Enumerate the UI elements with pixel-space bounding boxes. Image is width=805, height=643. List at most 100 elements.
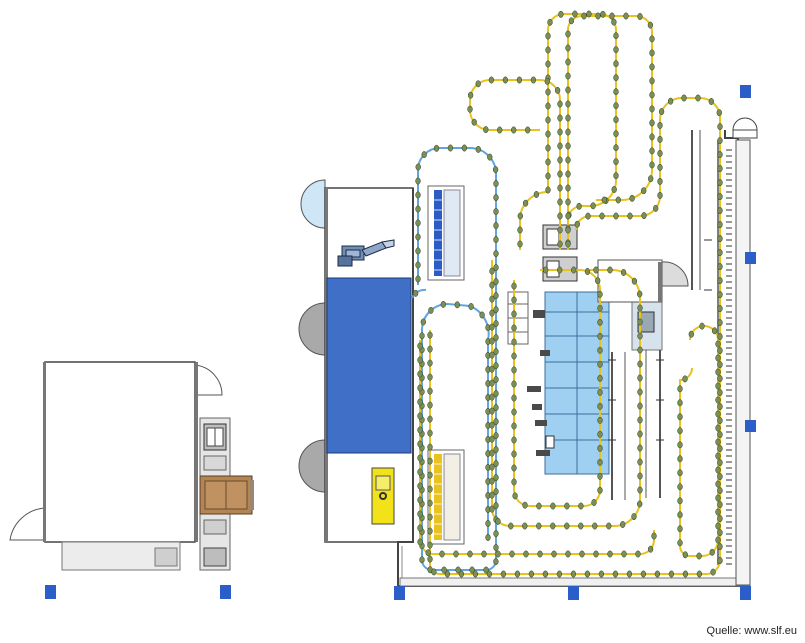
roller	[649, 35, 655, 43]
roller	[489, 365, 495, 373]
roller	[612, 570, 619, 578]
roller	[417, 468, 423, 476]
roller	[511, 422, 517, 430]
roller	[637, 346, 643, 354]
roller	[547, 18, 553, 26]
roller	[613, 130, 619, 138]
roller	[597, 402, 603, 410]
roller	[427, 513, 433, 521]
roller	[637, 374, 643, 382]
roller	[623, 12, 629, 20]
roller	[523, 550, 529, 558]
roller	[511, 436, 517, 444]
roller	[545, 60, 551, 68]
roller	[493, 432, 499, 440]
roller	[593, 266, 599, 274]
dome-small	[732, 117, 758, 131]
roller	[695, 94, 701, 102]
roller	[493, 404, 499, 412]
roller	[590, 202, 596, 210]
roller	[637, 444, 643, 452]
roller	[597, 472, 603, 480]
roller	[611, 18, 617, 26]
roller	[584, 268, 591, 275]
roller	[493, 194, 499, 202]
roller	[417, 398, 423, 406]
roller	[653, 204, 659, 212]
roller	[595, 12, 601, 20]
roller	[717, 263, 723, 271]
roller	[620, 521, 626, 528]
roller	[493, 502, 499, 510]
column-marker	[394, 586, 405, 600]
roller	[565, 30, 571, 38]
roller	[715, 466, 721, 474]
roller	[489, 295, 495, 303]
roller	[415, 233, 421, 241]
roller	[717, 221, 723, 229]
roller	[717, 487, 723, 495]
roller	[586, 10, 592, 18]
roller	[593, 550, 599, 558]
roller	[708, 98, 714, 105]
roller	[717, 207, 723, 215]
roller	[637, 472, 643, 480]
roller	[427, 527, 433, 535]
roller	[631, 277, 638, 285]
roller	[682, 551, 688, 559]
roller	[511, 478, 517, 486]
roller	[556, 570, 563, 578]
roller	[715, 480, 721, 488]
roller	[493, 278, 499, 286]
roller	[637, 290, 643, 298]
roller	[717, 473, 723, 481]
roller	[699, 322, 705, 330]
roller	[493, 488, 499, 496]
roller	[717, 333, 723, 341]
column-marker	[740, 586, 751, 600]
roller	[592, 522, 598, 530]
column-marker	[745, 420, 756, 432]
roller	[637, 486, 643, 494]
roller	[677, 399, 683, 407]
roller	[668, 570, 675, 578]
roller	[522, 501, 528, 509]
roller	[565, 226, 571, 234]
roller	[667, 97, 674, 105]
roller	[475, 80, 481, 88]
roller	[557, 100, 563, 108]
roller	[715, 424, 721, 432]
roller	[493, 292, 499, 300]
roller	[597, 416, 603, 424]
roller	[417, 426, 423, 434]
roller	[415, 219, 421, 227]
roller	[717, 361, 723, 369]
roller	[425, 549, 431, 557]
racks	[427, 185, 465, 545]
roller	[557, 142, 563, 150]
roller	[613, 102, 619, 110]
roller	[597, 304, 603, 312]
roller	[545, 158, 551, 166]
roller	[677, 441, 683, 449]
roller	[493, 306, 499, 314]
roller	[428, 306, 434, 314]
roller	[427, 555, 433, 563]
roller	[598, 570, 605, 578]
roller	[613, 74, 619, 82]
roller	[489, 351, 495, 359]
roller	[489, 281, 495, 289]
roller	[417, 412, 423, 420]
roller	[536, 502, 542, 510]
roller	[509, 550, 515, 558]
roller	[651, 532, 657, 540]
roller	[493, 446, 499, 454]
roller	[717, 123, 723, 131]
roller	[711, 327, 718, 335]
roller	[554, 86, 561, 94]
roller	[597, 290, 603, 298]
roller	[696, 552, 702, 560]
roller	[415, 191, 421, 199]
roller	[677, 469, 683, 477]
roller	[565, 142, 571, 150]
